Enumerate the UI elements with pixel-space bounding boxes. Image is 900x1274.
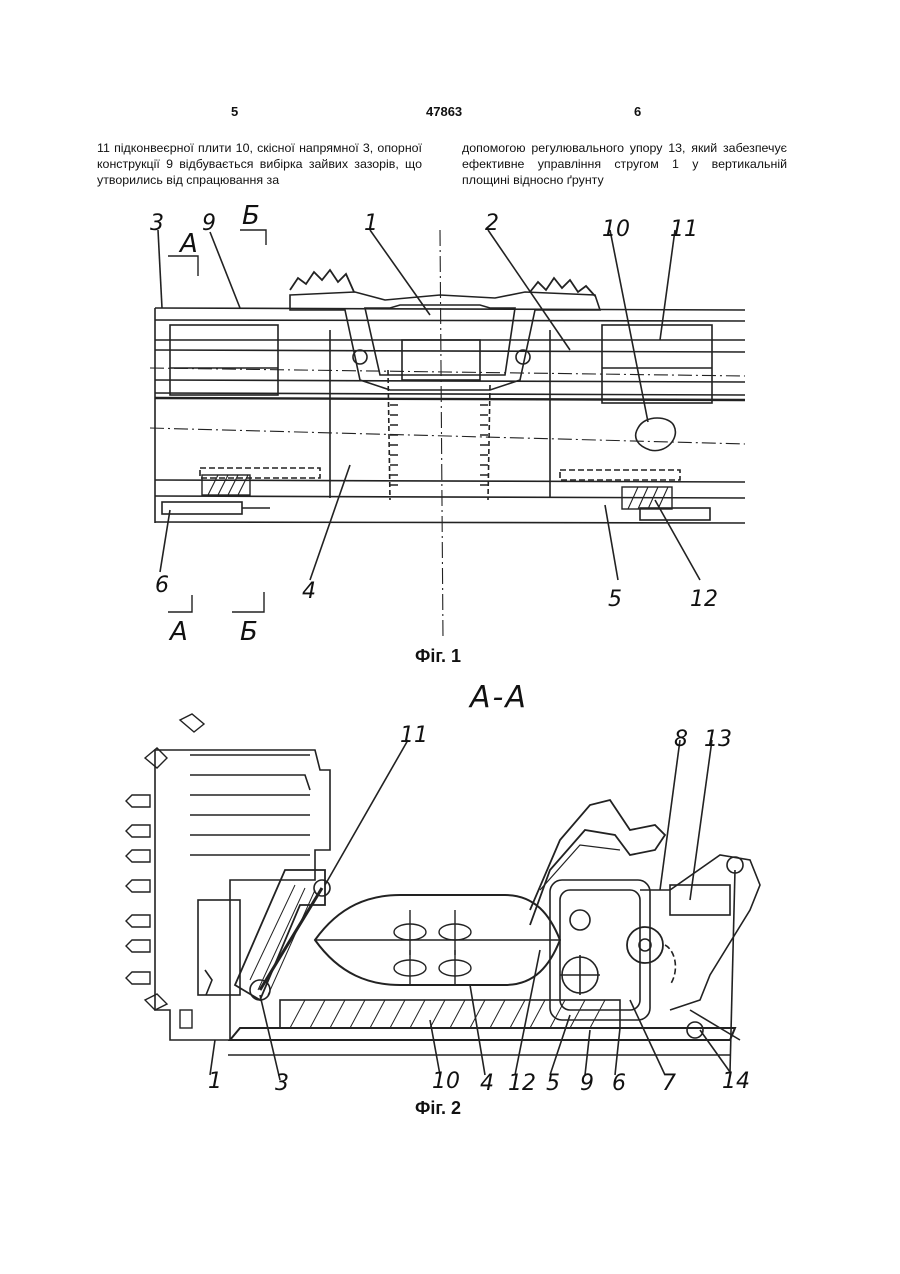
fig2-label-7: 7 — [662, 1071, 676, 1096]
fig1-label-2: 2 — [485, 211, 499, 236]
fig1-label-10: 10 — [602, 217, 630, 242]
figure-2-caption: Фіг. 2 — [415, 1098, 461, 1119]
fig1-label-a-top: А — [178, 229, 198, 259]
fig2-label-8: 8 — [674, 727, 688, 752]
fig1-label-b-top: Б — [242, 201, 260, 231]
fig1-label-b-bottom: Б — [240, 617, 258, 647]
fig2-label-11: 11 — [400, 723, 428, 748]
fig1-label-a-bottom: А — [168, 617, 188, 647]
fig1-label-12: 12 — [690, 587, 718, 612]
page-number-right: 6 — [634, 104, 641, 119]
fig1-label-1: 1 — [364, 211, 378, 236]
fig2-label-5: 5 — [546, 1071, 560, 1096]
text-column-left: 11 підконвеєрної плити 10, скісної напря… — [97, 140, 422, 188]
fig1-label-4: 4 — [302, 579, 316, 604]
fig2-label-6: 6 — [612, 1071, 626, 1096]
patent-number: 47863 — [426, 104, 462, 119]
figure-2-drawing: 11 8 13 1 3 10 4 12 5 9 6 7 14 — [110, 710, 790, 1105]
fig1-label-11: 11 — [670, 217, 698, 242]
fig2-label-1: 1 — [208, 1069, 222, 1094]
fig1-label-9: 9 — [202, 211, 216, 236]
text-column-right: допомогою регулювального упору 13, який … — [462, 140, 787, 188]
fig2-label-12: 12 — [508, 1071, 536, 1096]
figure-1-drawing: 3 А 9 Б 1 2 10 11 6 4 5 12 А Б — [140, 200, 760, 650]
fig2-label-4: 4 — [480, 1071, 494, 1096]
fig2-label-13: 13 — [704, 727, 732, 752]
fig1-label-5: 5 — [608, 587, 622, 612]
fig2-label-14: 14 — [722, 1069, 750, 1094]
fig2-label-9: 9 — [580, 1071, 594, 1096]
figure-1-caption: Фіг. 1 — [415, 646, 461, 667]
fig2-label-10: 10 — [432, 1069, 460, 1094]
fig1-label-6: 6 — [155, 573, 169, 598]
page-number-left: 5 — [231, 104, 238, 119]
fig2-label-3: 3 — [275, 1071, 289, 1096]
fig1-label-3: 3 — [150, 211, 164, 236]
